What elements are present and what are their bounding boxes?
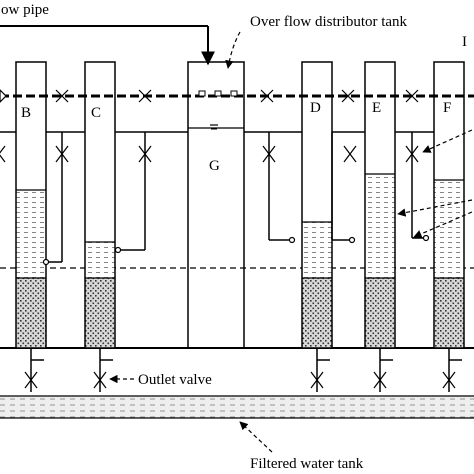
column-d-label: D [310, 100, 321, 116]
column-f-label: F [443, 100, 451, 116]
column-b-media [16, 278, 46, 348]
column-b-label: B [21, 105, 31, 121]
column-c-label: C [91, 105, 101, 121]
column-f-water [434, 180, 464, 278]
edge-label: I [462, 34, 467, 50]
filtered-tank-label: Filtered water tank [250, 456, 364, 472]
inflow-pipe-label: ow pipe [1, 2, 49, 18]
header-valves [0, 89, 419, 103]
riser-pipes [42, 132, 430, 266]
column-b-water [16, 190, 46, 278]
column-d [301, 61, 333, 349]
column-c-water [85, 242, 115, 278]
column-f-media [434, 278, 464, 348]
column-f [433, 61, 465, 349]
right-pointers [397, 129, 473, 238]
column-e-water [365, 174, 395, 278]
tank-g-label: G [209, 158, 220, 174]
distributor-tank-label: Over flow distributor tank [250, 14, 408, 30]
distributor-tank-pointer [225, 31, 241, 69]
filtered-water-tank [0, 395, 474, 419]
column-e-media [365, 278, 395, 348]
column-b [15, 61, 47, 349]
column-c [84, 61, 116, 349]
filtered-tank-pointer [239, 421, 273, 453]
column-e-label: E [372, 100, 381, 116]
outlet-valve-label: Outlet valve [138, 372, 212, 388]
column-d-media [302, 278, 332, 348]
outlet-valves [24, 348, 462, 392]
distributor-tank [187, 61, 245, 349]
inflow-pipe [0, 25, 215, 66]
column-c-media [85, 278, 115, 348]
column-d-water [302, 222, 332, 278]
column-e [364, 61, 396, 349]
